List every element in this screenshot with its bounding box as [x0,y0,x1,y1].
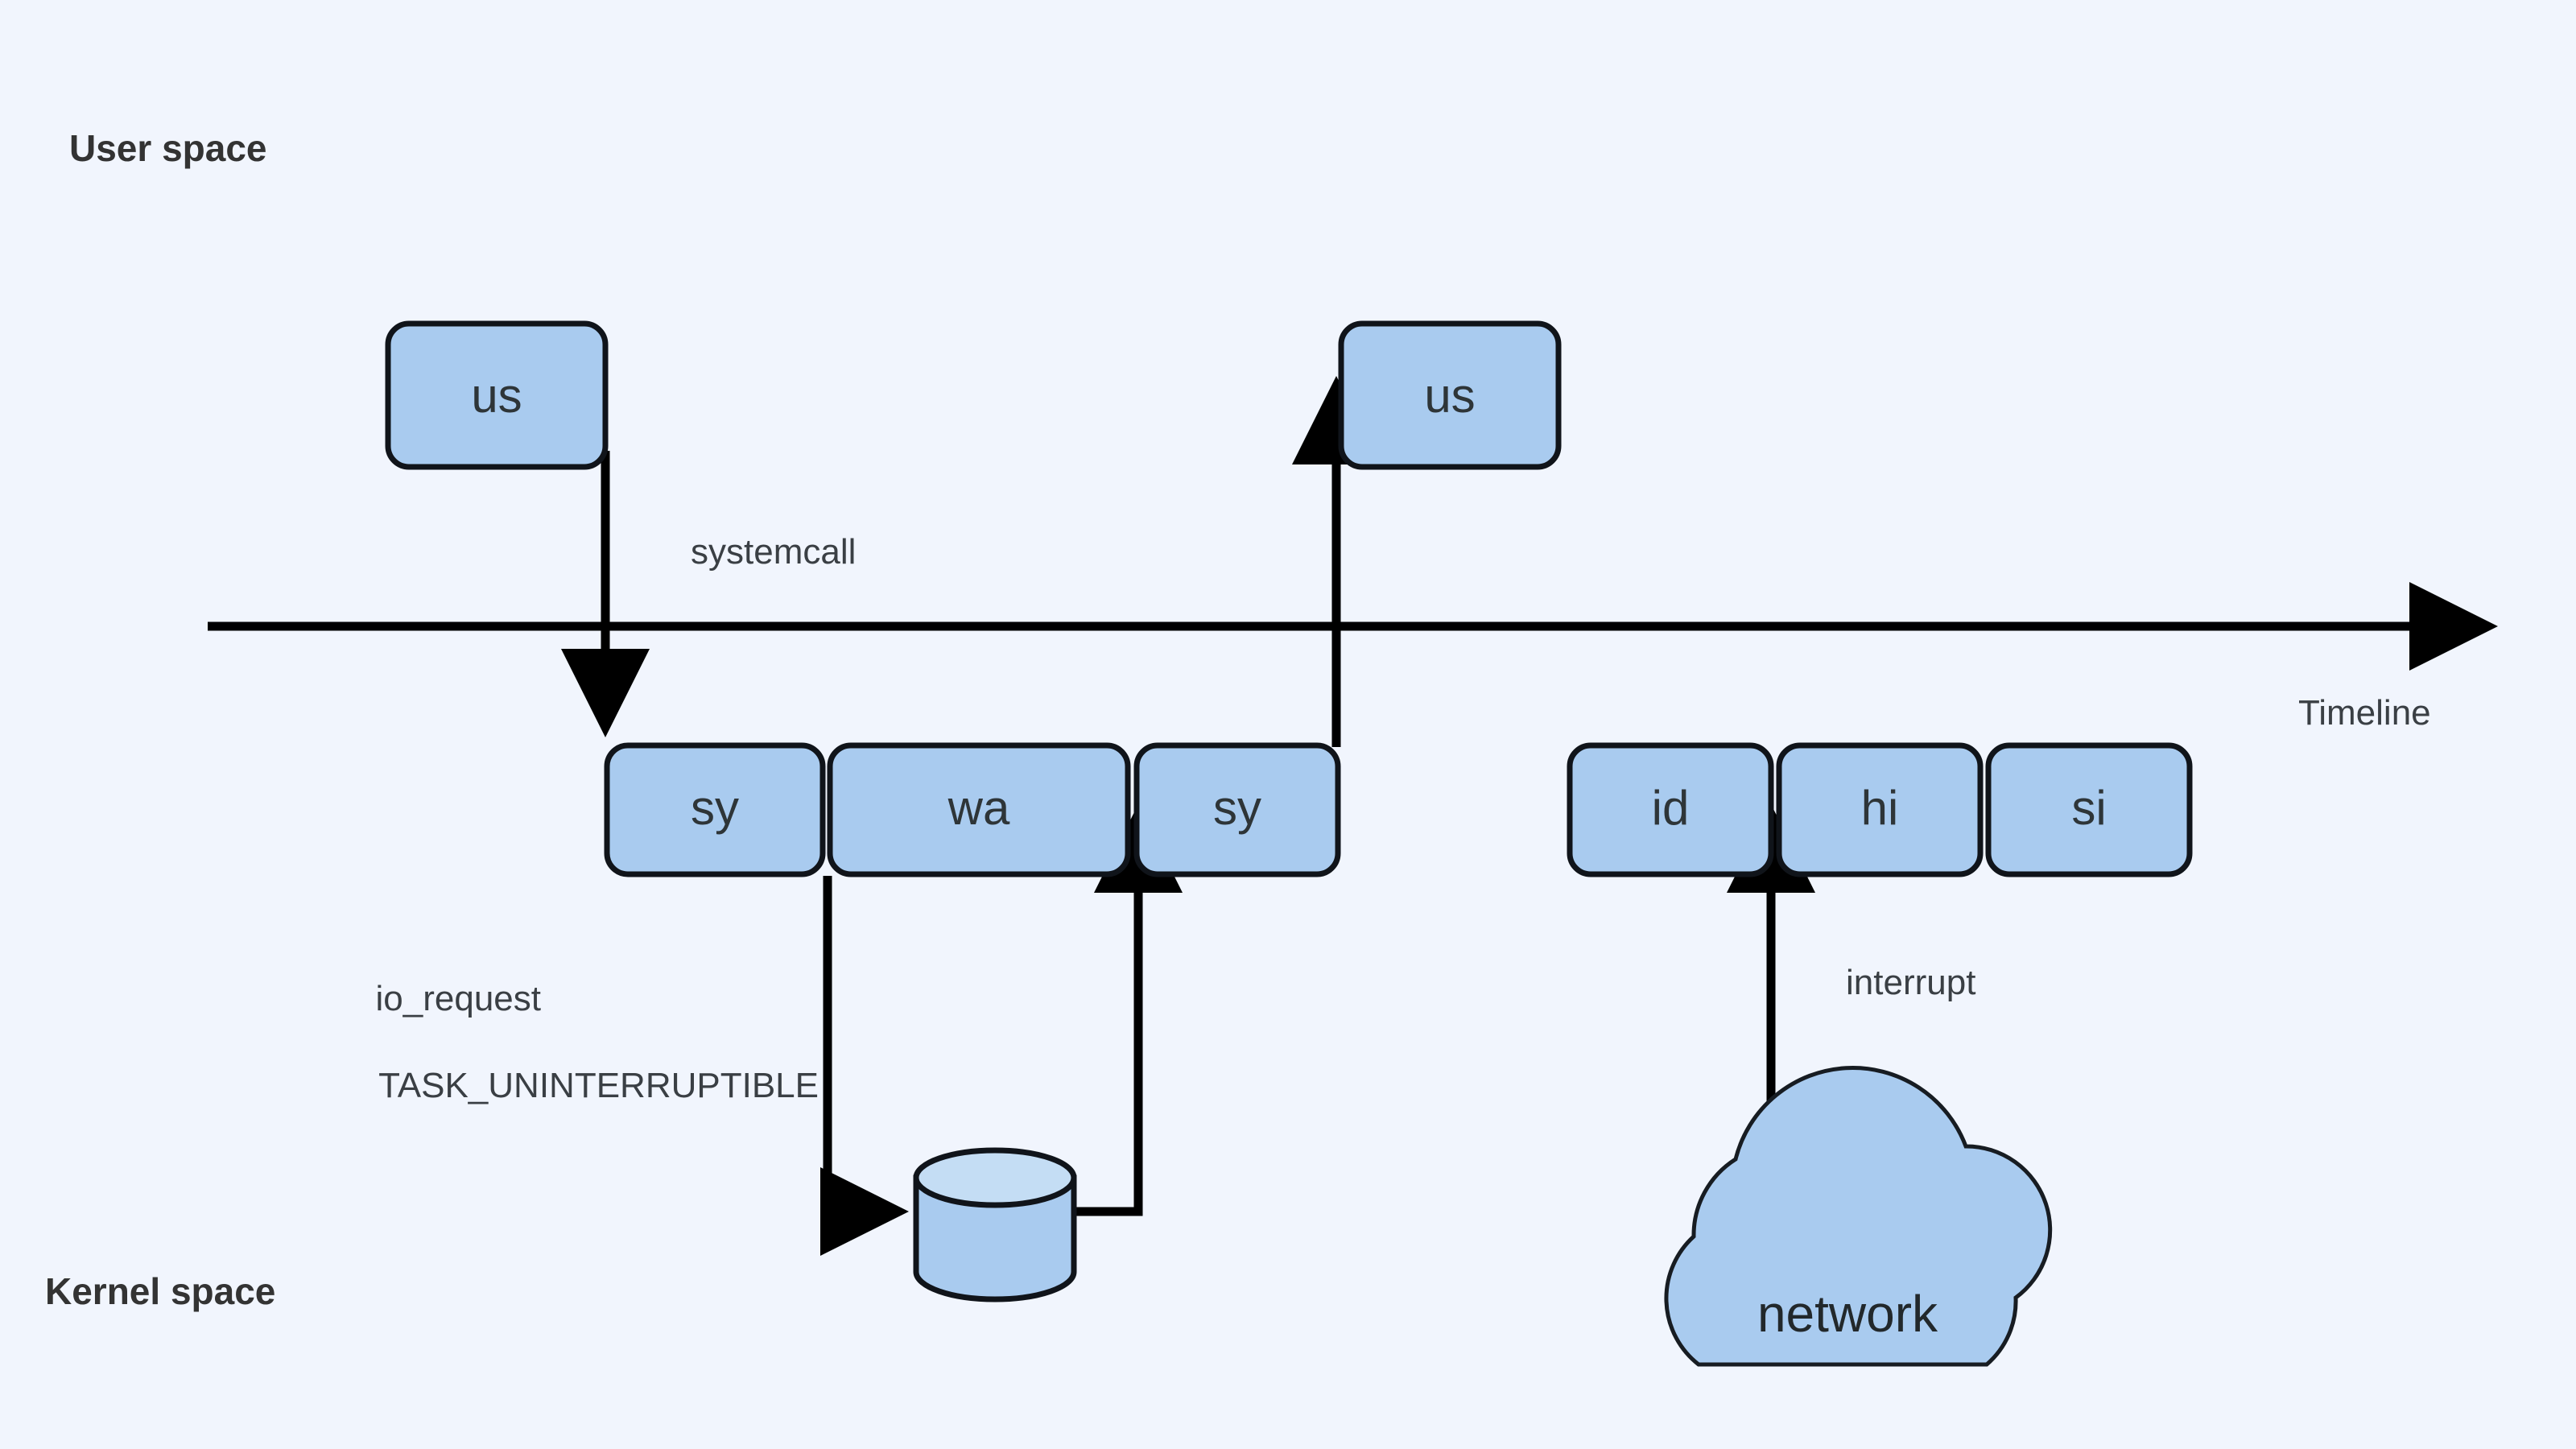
database-cylinder-icon[interactable] [913,1147,1077,1302]
us-box-right-label: us [1424,369,1475,423]
kernel-box-hi[interactable]: hi [1776,742,1984,877]
kernel-box-sy-2-label: sy [1213,781,1261,835]
timeline-label: Timeline [2298,693,2431,733]
kernel-box-sy-1-label: sy [691,781,739,835]
kernel-box-si-label: si [2071,781,2106,835]
cloud-label: network [1757,1285,1938,1343]
io-request-label: io_request [376,979,541,1018]
interrupt-label: interrupt [1846,963,1975,1002]
io-complete-path [1073,804,1183,1216]
kernel-box-wa[interactable]: wa [827,742,1131,877]
kernel-box-id[interactable]: id [1567,742,1774,877]
us-box-left[interactable]: us [385,320,609,470]
kernel-space-label: Kernel space [45,1270,275,1312]
cloud-icon[interactable]: network [1664,1066,2053,1367]
task-state-label: TASK_UNINTERRUPTIBLE [378,1066,819,1105]
io-request-path [820,876,909,1256]
us-box-right[interactable]: us [1338,320,1562,470]
kernel-box-sy-2[interactable]: sy [1133,742,1341,877]
kernel-box-wa-label: wa [947,781,1010,835]
us-box-left-label: us [471,369,522,423]
systemcall-label: systemcall [691,532,856,572]
kernel-box-hi-label: hi [1861,781,1899,835]
kernel-box-id-label: id [1652,781,1690,835]
user-space-label: User space [69,127,267,169]
kernel-box-sy-1[interactable]: sy [604,742,826,877]
kernel-box-si[interactable]: si [1985,742,2193,877]
